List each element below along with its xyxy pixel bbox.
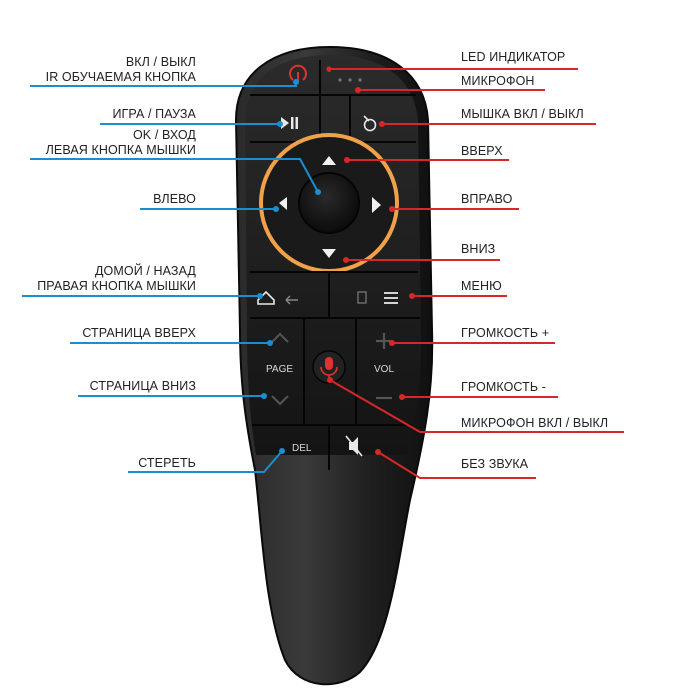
label-ok-enter: OK / ВХОД ЛЕВАЯ КНОПКА МЫШКИ <box>46 128 196 158</box>
label-ok-line1: OK / ВХОД <box>132 128 196 142</box>
arrow-right-icon[interactable] <box>372 197 381 213</box>
label-led: LED ИНДИКАТОР <box>461 50 566 64</box>
page-down-icon[interactable] <box>271 395 289 406</box>
label-ok-line2: ЛЕВАЯ КНОПКА МЫШКИ <box>45 143 196 157</box>
label-mute: БЕЗ ЗВУКА <box>461 457 529 471</box>
label-play-pause-line1: ИГРА / ПАУЗА <box>112 107 196 121</box>
del-label[interactable]: DEL <box>292 443 312 454</box>
label-home-line1: ДОМОЙ / НАЗАД <box>94 264 196 278</box>
label-power-line2: IR ОБУЧАЕМАЯ КНОПКА <box>45 70 196 84</box>
home-icon[interactable] <box>257 290 275 305</box>
label-right: ВПРАВО <box>461 192 513 206</box>
vol-up-icon[interactable] <box>376 333 392 349</box>
arrow-up-icon[interactable] <box>322 156 336 165</box>
label-home-back: ДОМОЙ / НАЗАД ПРАВАЯ КНОПКА МЫШКИ <box>37 264 196 294</box>
label-vol-up: ГРОМКОСТЬ + <box>461 326 550 340</box>
microphone-icon[interactable] <box>320 357 338 379</box>
label-delete-line1: СТЕРЕТЬ <box>138 456 196 470</box>
page-up-icon[interactable] <box>271 332 289 343</box>
page-label: PAGE <box>266 364 293 375</box>
mouse-toggle-icon[interactable] <box>363 115 377 132</box>
right-leader-dots <box>326 66 415 455</box>
back-icon[interactable] <box>285 295 298 305</box>
label-page-down-line1: СТРАНИЦА ВНИЗ <box>89 379 196 393</box>
menu-icon[interactable] <box>357 291 398 304</box>
label-page-up-line1: СТРАНИЦА ВВЕРХ <box>82 326 196 340</box>
label-vol-down: ГРОМКОСТЬ - <box>461 380 547 394</box>
label-play-pause: ИГРА / ПАУЗА <box>112 107 196 122</box>
label-mic-toggle: МИКРОФОН ВКЛ / ВЫКЛ <box>461 416 609 430</box>
label-menu: МЕНЮ <box>461 279 502 293</box>
label-mic: МИКРОФОН <box>461 74 535 88</box>
arrow-left-icon[interactable] <box>279 197 287 210</box>
label-power-line1: ВКЛ / ВЫКЛ <box>125 55 196 69</box>
play-pause-icon[interactable] <box>281 117 298 129</box>
label-up: ВВЕРХ <box>461 144 503 158</box>
label-mouse: МЫШКА ВКЛ / ВЫКЛ <box>461 107 584 121</box>
left-leader-lines <box>22 82 319 473</box>
left-leader-dots <box>257 79 321 454</box>
label-page-up: СТРАНИЦА ВВЕРХ <box>82 326 196 341</box>
right-leader-lines <box>329 68 624 479</box>
label-left: ВЛЕВО <box>153 192 196 207</box>
label-power: ВКЛ / ВЫКЛ IR ОБУЧАЕМАЯ КНОПКА <box>46 55 196 85</box>
vol-label: VOL <box>374 364 394 375</box>
arrow-down-icon[interactable] <box>322 249 336 258</box>
label-delete: СТЕРЕТЬ <box>138 456 196 471</box>
mute-icon[interactable] <box>345 435 363 457</box>
label-down: ВНИЗ <box>461 242 496 256</box>
ok-button[interactable] <box>298 172 360 234</box>
label-page-down: СТРАНИЦА ВНИЗ <box>90 379 196 394</box>
label-left-line1: ВЛЕВО <box>153 192 196 206</box>
label-home-line2: ПРАВАЯ КНОПКА МЫШКИ <box>37 279 196 293</box>
